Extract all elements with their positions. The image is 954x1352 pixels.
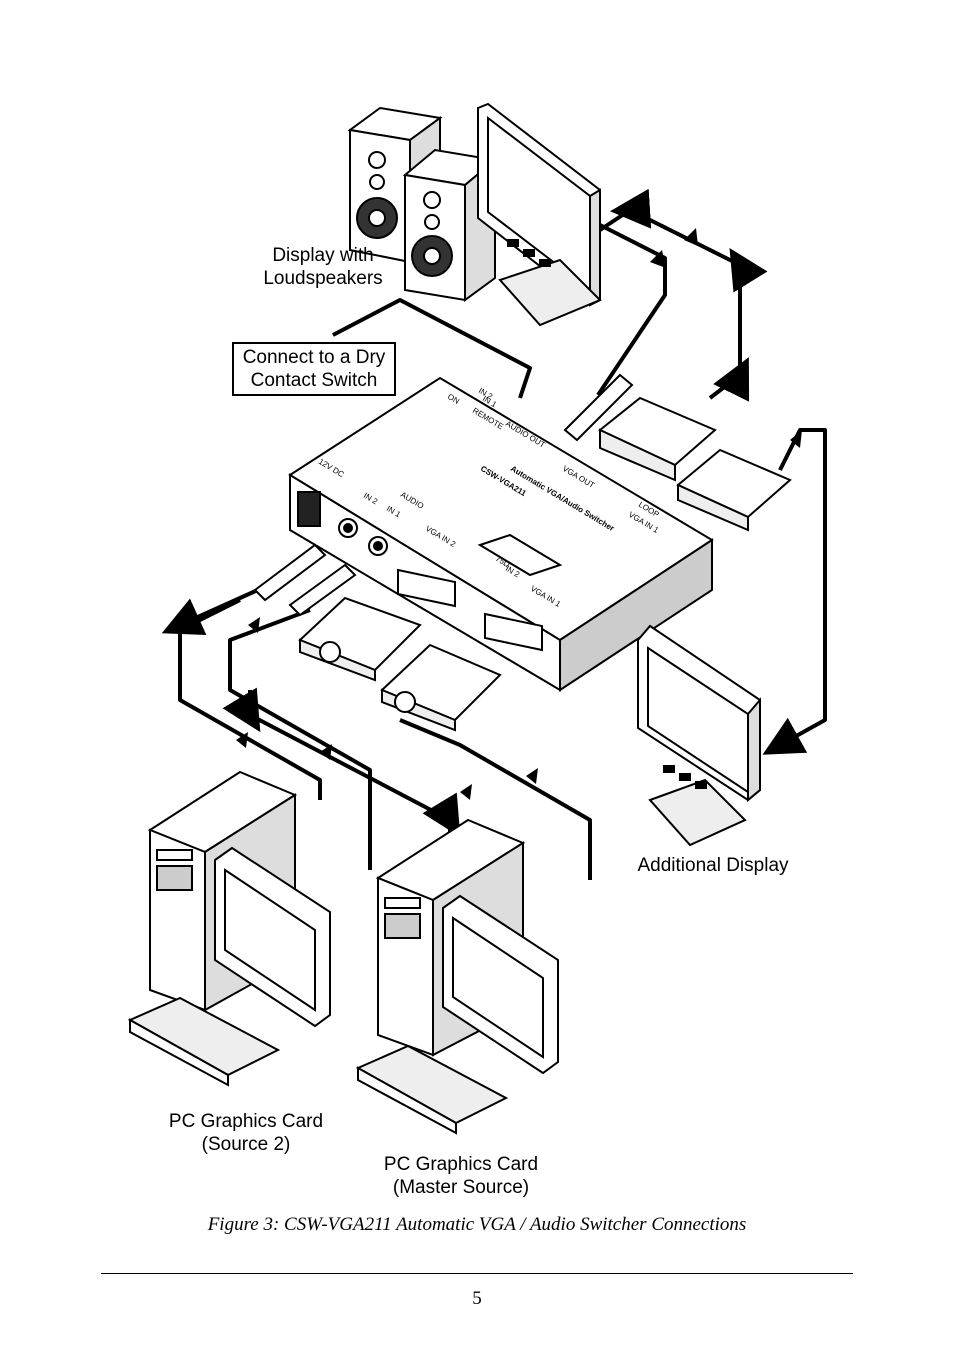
figure-caption: Figure 3: CSW-VGA211 Automatic VGA / Aud… bbox=[207, 1214, 747, 1235]
label-pc-master-line2: (Master Source) bbox=[392, 1177, 530, 1198]
audio-plug-out bbox=[563, 373, 634, 442]
cable-audio-out-to-speakers bbox=[596, 223, 667, 397]
label-pc-source2-line2: (Source 2) bbox=[201, 1134, 291, 1155]
cable-dry-contact bbox=[332, 298, 532, 399]
label-display-with-loudspeakers: Display with Loudspeakers bbox=[256, 244, 390, 290]
audio-plugs-in bbox=[253, 543, 357, 617]
cable-loop-to-additional-display bbox=[762, 428, 827, 755]
page-number: 5 bbox=[472, 1288, 482, 1309]
label-pc-source2-line1: PC Graphics Card bbox=[168, 1111, 324, 1132]
label-dry-contact-line2: Contact Switch bbox=[250, 370, 378, 391]
label-dry-contact-line1: Connect to a Dry bbox=[242, 347, 386, 368]
label-pc-source2: PC Graphics Card (Source 2) bbox=[158, 1110, 334, 1156]
vga-connector-loop bbox=[676, 448, 792, 532]
csw-vga211-device bbox=[288, 376, 714, 692]
pc-master bbox=[355, 818, 559, 1135]
top-display-monitor bbox=[477, 102, 602, 327]
vga-connectors-in bbox=[298, 596, 502, 732]
label-pc-master-line1: PC Graphics Card bbox=[383, 1154, 539, 1175]
label-dry-contact-switch: Connect to a Dry Contact Switch bbox=[232, 342, 396, 396]
label-display-line2: Loudspeakers bbox=[263, 268, 383, 289]
label-additional-display: Additional Display bbox=[628, 854, 798, 877]
cable-vga-out-to-display bbox=[598, 188, 768, 402]
label-display-line1: Display with bbox=[272, 245, 374, 266]
label-additional-display-text: Additional Display bbox=[637, 855, 789, 876]
vga-connector-out bbox=[598, 396, 717, 482]
additional-display-monitor bbox=[637, 624, 761, 847]
footer-divider bbox=[101, 1273, 853, 1274]
pc-source2 bbox=[127, 770, 331, 1087]
label-pc-master: PC Graphics Card (Master Source) bbox=[373, 1153, 549, 1199]
cable-arrows bbox=[186, 228, 802, 800]
